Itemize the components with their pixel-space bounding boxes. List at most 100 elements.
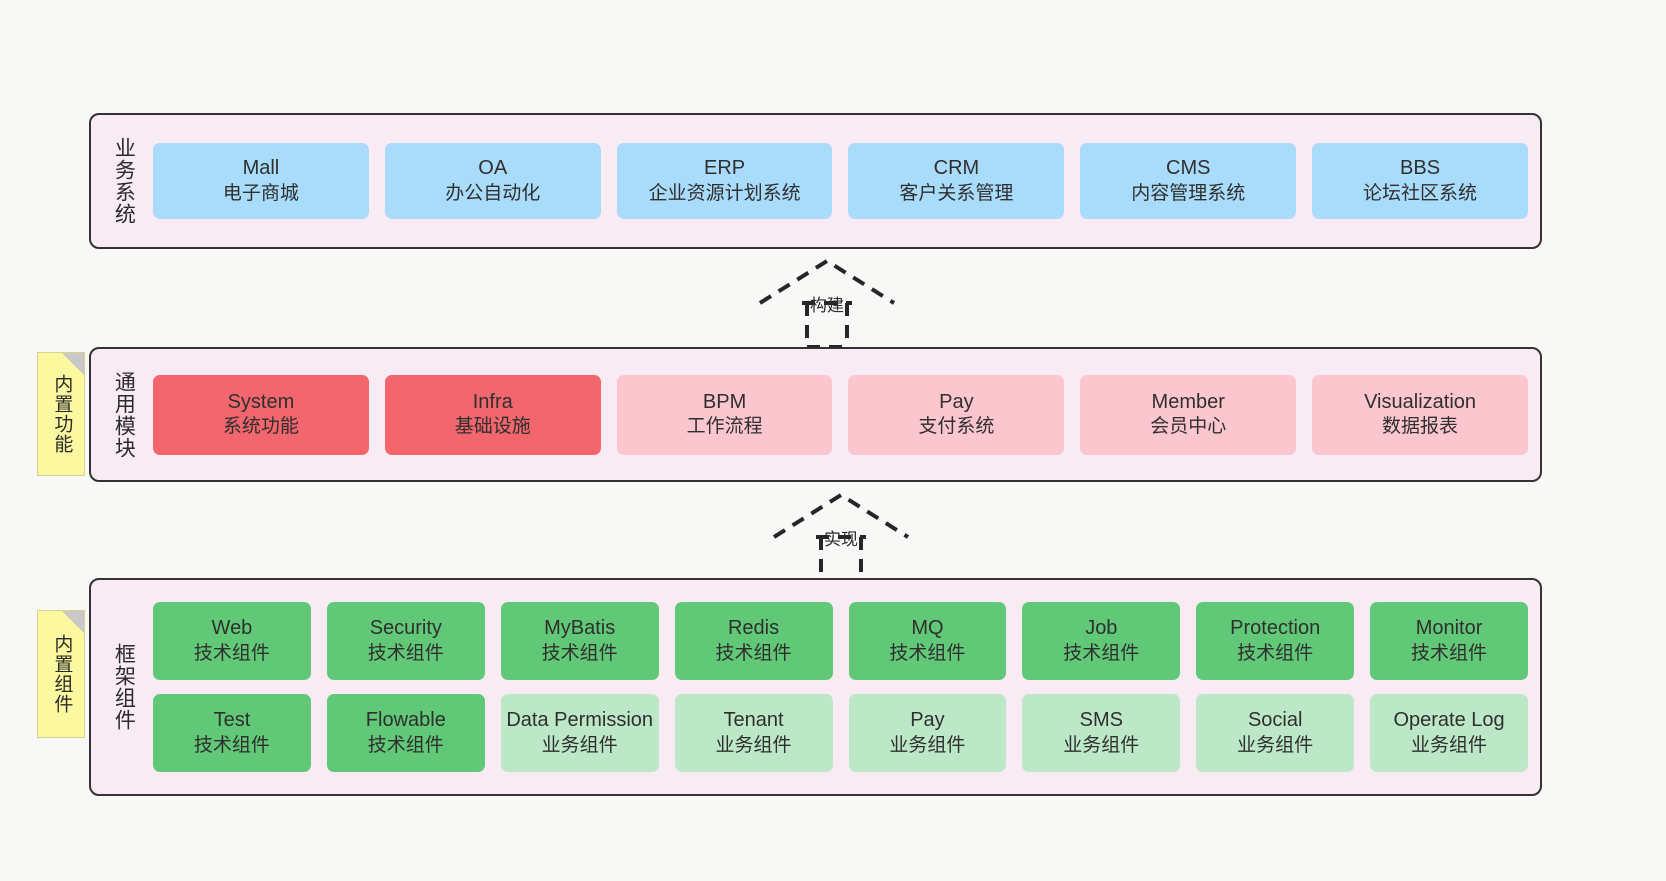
card-subtitle: 内容管理系统 xyxy=(1131,182,1246,204)
card-row: Web 技术组件 Security 技术组件 MyBatis 技术组件 Redi… xyxy=(153,602,1528,680)
card-subtitle: 支付系统 xyxy=(918,416,995,438)
card-subtitle: 技术组件 xyxy=(193,734,270,756)
card-subtitle: 技术组件 xyxy=(367,734,444,756)
card-operate-log[interactable]: Operate Log 业务组件 xyxy=(1370,694,1528,772)
arrow-label: 实现 xyxy=(824,530,858,549)
card-title: Mall xyxy=(242,157,280,180)
layer-body-business: Mall 电子商城 OA 办公自动化 ERP 企业资源计划系统 CRM 客户关系… xyxy=(143,125,1528,237)
card-subtitle: 技术组件 xyxy=(1411,642,1488,664)
card-subtitle: 工作流程 xyxy=(686,416,763,438)
card-title: SMS xyxy=(1079,709,1123,732)
card-tenant[interactable]: Tenant 业务组件 xyxy=(674,694,833,772)
card-title: Test xyxy=(213,709,251,732)
card-subtitle: 技术组件 xyxy=(367,642,444,664)
layer-title-modules: 通用模块 xyxy=(112,370,136,459)
layer-body-modules: System 系统功能 Infra 基础设施 BPM 工作流程 Pay 支付系统… xyxy=(143,359,1528,470)
card-bbs[interactable]: BBS 论坛社区系统 xyxy=(1312,143,1528,219)
card-subtitle: 技术组件 xyxy=(541,642,618,664)
card-title: MyBatis xyxy=(544,617,616,640)
card-social[interactable]: Social 业务组件 xyxy=(1196,694,1355,772)
card-title: OA xyxy=(478,157,508,180)
card-subtitle: 客户关系管理 xyxy=(899,182,1014,204)
sticky-note-builtin-functions: 内置功能 xyxy=(37,352,85,476)
card-security[interactable]: Security 技术组件 xyxy=(326,602,485,680)
layer-body-frame: Web 技术组件 Security 技术组件 MyBatis 技术组件 Redi… xyxy=(143,590,1528,784)
card-erp[interactable]: ERP 企业资源计划系统 xyxy=(616,143,833,219)
arrow-realize: 实现 xyxy=(766,487,916,583)
card-redis[interactable]: Redis 技术组件 xyxy=(674,602,833,680)
sticky-note-label: 内置组件 xyxy=(51,634,73,714)
card-sms[interactable]: SMS 业务组件 xyxy=(1022,694,1181,772)
card-title: Data Permission xyxy=(506,709,654,732)
card-title: Operate Log xyxy=(1393,709,1505,732)
card-subtitle: 技术组件 xyxy=(1237,642,1314,664)
card-subtitle: 技术组件 xyxy=(889,642,966,664)
card-subtitle: 技术组件 xyxy=(193,642,270,664)
card-row: Mall 电子商城 OA 办公自动化 ERP 企业资源计划系统 CRM 客户关系… xyxy=(153,143,1528,219)
card-visualization[interactable]: Visualization 数据报表 xyxy=(1312,374,1528,455)
card-web[interactable]: Web 技术组件 xyxy=(153,602,311,680)
card-crm[interactable]: CRM 客户关系管理 xyxy=(848,143,1065,219)
card-oa[interactable]: OA 办公自动化 xyxy=(384,143,601,219)
card-title: Protection xyxy=(1230,617,1321,640)
card-subtitle: 系统功能 xyxy=(222,416,299,438)
card-subtitle: 业务组件 xyxy=(715,734,792,756)
card-title: Member xyxy=(1151,390,1225,413)
card-title: Job xyxy=(1085,617,1118,640)
card-title: Flowable xyxy=(365,709,446,732)
card-subtitle: 基础设施 xyxy=(454,416,531,438)
card-infra[interactable]: Infra 基础设施 xyxy=(384,374,601,455)
card-subtitle: 办公自动化 xyxy=(445,182,541,204)
card-title: Redis xyxy=(727,617,780,640)
card-title: ERP xyxy=(704,157,746,180)
card-protection[interactable]: Protection 技术组件 xyxy=(1196,602,1355,680)
card-subtitle: 会员中心 xyxy=(1150,416,1227,438)
sticky-note-builtin-components: 内置组件 xyxy=(37,610,85,738)
card-subtitle: 业务组件 xyxy=(541,734,618,756)
card-mall[interactable]: Mall 电子商城 xyxy=(153,143,369,219)
card-job[interactable]: Job 技术组件 xyxy=(1022,602,1181,680)
card-cms[interactable]: CMS 内容管理系统 xyxy=(1080,143,1297,219)
card-title: BPM xyxy=(702,390,747,413)
card-subtitle: 电子商城 xyxy=(222,182,299,204)
arrow-label: 构建 xyxy=(810,296,844,315)
card-title: Web xyxy=(211,617,253,640)
card-title: Pay xyxy=(939,390,974,413)
card-title: CMS xyxy=(1166,157,1211,180)
sticky-note-label: 内置功能 xyxy=(51,374,73,454)
card-monitor[interactable]: Monitor 技术组件 xyxy=(1370,602,1528,680)
card-title: Security xyxy=(369,617,442,640)
card-member[interactable]: Member 会员中心 xyxy=(1080,374,1297,455)
card-title: System xyxy=(227,390,295,413)
arrow-build: 构建 xyxy=(752,253,902,349)
card-pay-component[interactable]: Pay 业务组件 xyxy=(848,694,1007,772)
card-subtitle: 业务组件 xyxy=(1411,734,1488,756)
card-title: Tenant xyxy=(723,709,784,732)
layer-title-business: 业务系统 xyxy=(112,137,136,225)
card-data-permission[interactable]: Data Permission 业务组件 xyxy=(500,694,659,772)
layer-business-systems: 业务系统 Mall 电子商城 OA 办公自动化 ERP 企业资源计划系统 CRM… xyxy=(89,113,1542,249)
card-subtitle: 数据报表 xyxy=(1382,416,1459,438)
card-system[interactable]: System 系统功能 xyxy=(153,374,369,455)
card-title: Monitor xyxy=(1415,617,1483,640)
card-subtitle: 业务组件 xyxy=(1063,734,1140,756)
layer-title-frame: 框架组件 xyxy=(112,643,136,731)
card-bpm[interactable]: BPM 工作流程 xyxy=(616,374,833,455)
card-subtitle: 技术组件 xyxy=(715,642,792,664)
card-title: Infra xyxy=(472,390,513,413)
layer-framework-components: 框架组件 Web 技术组件 Security 技术组件 MyBatis 技术组件… xyxy=(89,578,1542,796)
card-title: MQ xyxy=(911,617,944,640)
card-row: Test 技术组件 Flowable 技术组件 Data Permission … xyxy=(153,694,1528,772)
card-mybatis[interactable]: MyBatis 技术组件 xyxy=(500,602,659,680)
card-subtitle: 业务组件 xyxy=(889,734,966,756)
folded-corner-icon xyxy=(62,611,84,633)
card-mq[interactable]: MQ 技术组件 xyxy=(848,602,1007,680)
card-pay-module[interactable]: Pay 支付系统 xyxy=(848,374,1065,455)
card-title: Social xyxy=(1247,709,1303,732)
card-subtitle: 技术组件 xyxy=(1063,642,1140,664)
card-title: BBS xyxy=(1400,157,1441,180)
card-title: CRM xyxy=(933,157,980,180)
card-flowable[interactable]: Flowable 技术组件 xyxy=(326,694,485,772)
card-test[interactable]: Test 技术组件 xyxy=(153,694,311,772)
